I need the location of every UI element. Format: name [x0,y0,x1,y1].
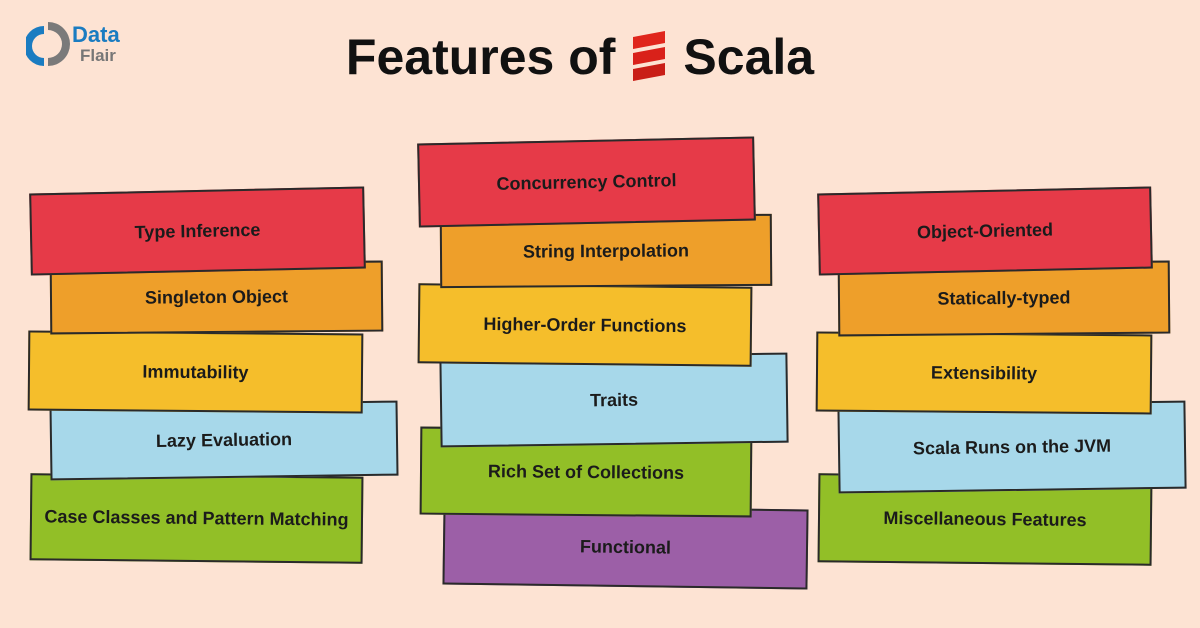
title-brand: Scala [683,29,815,85]
feature-label: Singleton Object [144,286,289,308]
feature-label: Type Inference [134,219,261,242]
feature-label: Object-Oriented [916,219,1054,242]
title-prefix: Features of [345,29,616,85]
feature-label: Extensibility [930,362,1038,383]
page-title: Features of Scala [0,28,1160,86]
feature-card: Extensibility [815,331,1153,415]
feature-card: Higher-Order Functions [417,283,753,367]
feature-label: Concurrency Control [496,169,677,194]
feature-label: Traits [589,389,639,410]
feature-label: Case Classes and Pattern Matching [44,506,349,530]
feature-card: Immutability [27,330,364,414]
feature-card: Object-Oriented [817,186,1153,276]
feature-label: Lazy Evaluation [155,429,293,451]
scala-logo-icon [633,31,666,81]
feature-label: Statically-typed [937,287,1071,309]
feature-label: Immutability [142,361,249,382]
logo-text-flair: Flair [80,46,116,65]
feature-card: Case Classes and Pattern Matching [29,473,364,564]
dataflair-logo-icon [24,22,70,66]
feature-label: Scala Runs on the JVM [912,435,1112,458]
feature-card: Concurrency Control [417,136,756,228]
logo-text-data: Data [72,22,120,47]
feature-label: Miscellaneous Features [883,507,1087,531]
feature-card: Traits [439,352,789,448]
feature-label: Functional [579,535,672,558]
feature-label: String Interpolation [522,239,690,262]
feature-label: Rich Set of Collections [487,460,685,483]
feature-label: Higher-Order Functions [483,313,687,336]
feature-card: Functional [442,504,809,590]
feature-card: Scala Runs on the JVM [837,400,1187,494]
feature-card: Type Inference [29,186,366,276]
dataflair-logo: Data Flair [24,20,136,70]
